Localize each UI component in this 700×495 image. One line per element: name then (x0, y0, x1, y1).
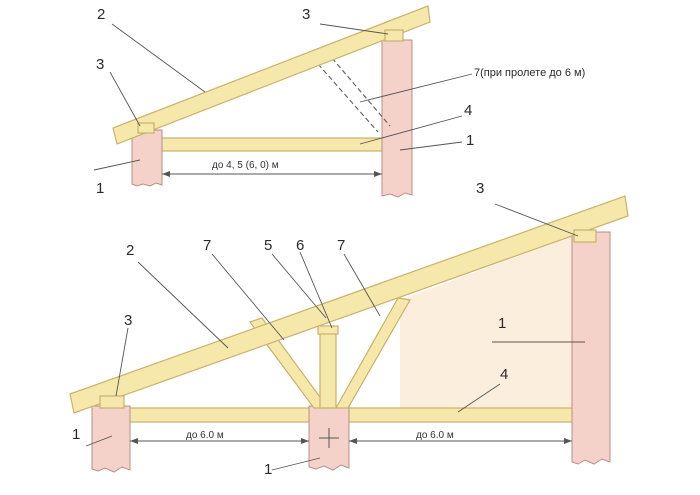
top-post-right (381, 39, 413, 198)
top-leader-1-right (399, 141, 463, 151)
bottom-leader-6 (299, 251, 333, 329)
top-label-tie: 4 (464, 102, 473, 119)
bottom-label-brace: 5 (264, 237, 273, 254)
top-tie-beam (139, 137, 389, 152)
top-truss (93, 5, 473, 198)
bottom-label-wall: 1 (498, 315, 507, 332)
top-label-rafter: 2 (97, 6, 106, 23)
bottom-post-left (91, 405, 131, 473)
bottom-label-mauerlat-left: 3 (124, 312, 133, 329)
top-label-post-right: 1 (466, 132, 475, 149)
top-label-mauerlat-right: 3 (302, 6, 311, 23)
bottom-leader-5 (271, 253, 327, 319)
bottom-leader-2 (137, 261, 229, 349)
bottom-leader-1-middle (271, 457, 321, 471)
bottom-span-left-arrow-r (301, 438, 309, 444)
bottom-leader-7-left (211, 253, 285, 341)
bottom-span-right-arrow-r (564, 438, 572, 444)
bottom-rack-cap (317, 325, 339, 335)
bottom-post-right (571, 231, 611, 465)
top-span-arrow-right (374, 171, 382, 177)
bottom-span-right-label: до 6.0 м (416, 430, 454, 441)
bottom-span-right-arrow-l (349, 438, 357, 444)
bottom-mauerlat-right (573, 229, 597, 243)
top-leader-3-right (319, 23, 389, 35)
top-mauerlat-right (384, 29, 404, 42)
bottom-wall-fill (400, 236, 572, 408)
bottom-label-strut-left: 7 (203, 237, 212, 254)
top-leader-2 (111, 23, 206, 93)
top-span-label: до 4, 5 (6, 0) м (212, 160, 279, 171)
top-label-mauerlat-left: 3 (96, 56, 105, 73)
bottom-rafter (69, 195, 629, 414)
top-mauerlat-left (137, 122, 155, 134)
top-label-strut-note: 7(при пролете до 6 м) (474, 67, 586, 79)
bottom-label-rafter: 2 (126, 242, 135, 259)
bottom-span-left-label: до 6.0 м (186, 430, 224, 441)
top-leader-4 (359, 115, 463, 145)
top-rafter (112, 5, 431, 145)
bottom-strut-right (334, 297, 411, 409)
bottom-label-tie: 4 (500, 366, 509, 383)
bottom-leader-3-left (115, 327, 129, 397)
bottom-leader-1-left (85, 435, 113, 447)
top-strut-dashed-2 (331, 57, 391, 127)
bottom-label-post-middle: 1 (264, 461, 273, 478)
top-strut-dashed (317, 63, 379, 133)
top-leader-1-left (93, 159, 141, 171)
top-leader-3-left (109, 71, 141, 127)
bottom-rack (319, 329, 337, 409)
top-label-post-left: 1 (96, 180, 105, 197)
bottom-label-mauerlat-right: 3 (476, 180, 485, 197)
bottom-label-strut-right: 7 (337, 237, 346, 254)
bottom-truss (69, 195, 629, 473)
bottom-leader-4 (457, 383, 501, 413)
bottom-leader-7-right (343, 253, 381, 317)
bottom-label-rack: 6 (296, 237, 305, 254)
top-post-left (131, 129, 163, 187)
bottom-mauerlat-left (99, 395, 125, 409)
top-leader-7 (359, 73, 473, 103)
bottom-leader-3-right (494, 203, 579, 237)
bottom-span-left-arrow-l (130, 438, 138, 444)
bottom-label-post-left: 1 (72, 426, 81, 443)
top-span-arrow-left (162, 171, 170, 177)
